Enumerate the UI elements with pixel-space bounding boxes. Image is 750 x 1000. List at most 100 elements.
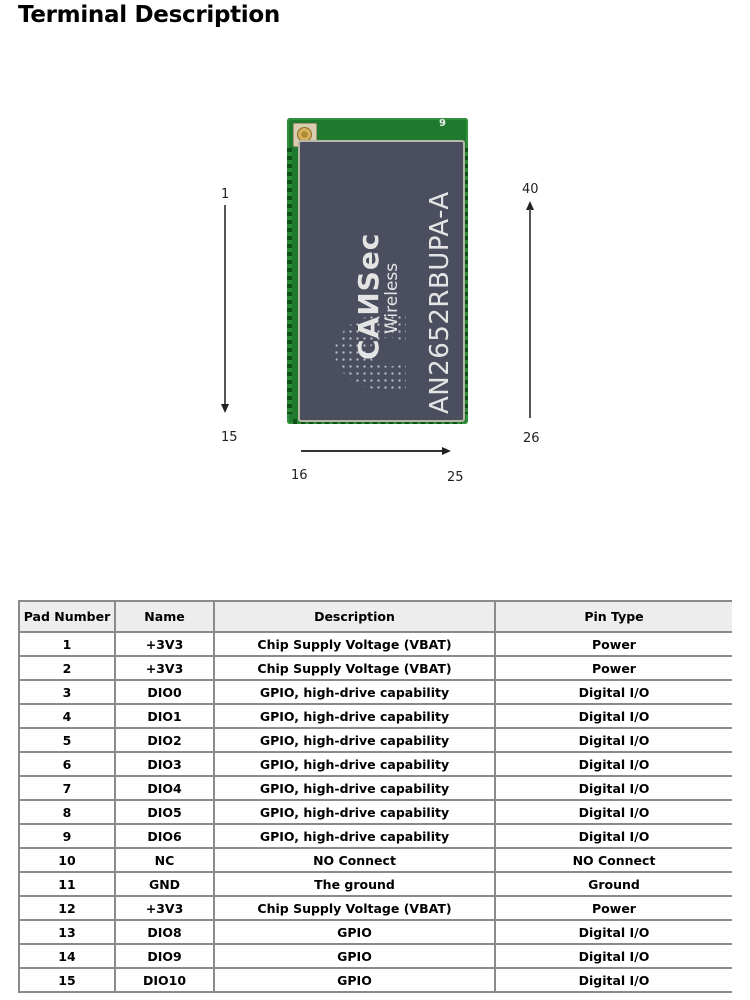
cell-pad-number: 9 [18,824,116,849]
cell-description: GPIO, high-drive capability [214,704,496,729]
cell-pad-number: 3 [18,680,116,705]
cell-name: DIO4 [115,776,215,801]
part-number: AN2652RBUPA-A [425,191,455,414]
pin-label-15: 15 [221,430,238,445]
cell-pin-type: Digital I/O [495,944,732,969]
cell-description: GPIO, high-drive capability [214,680,496,705]
right-arrow-line [529,209,531,418]
header-description: Description [214,600,496,633]
cell-description: The ground [214,872,496,897]
cell-name: DIO6 [115,824,215,849]
header-pad-number: Pad Number [18,600,116,633]
cell-pad-number: 7 [18,776,116,801]
bottom-arrow-line [301,450,443,452]
cell-name: DIO0 [115,680,215,705]
pin-label-40: 40 [522,182,539,197]
antenna-pin-label: 9 [439,118,446,129]
cell-pad-number: 13 [18,920,116,945]
cell-pin-type: Digital I/O [495,968,732,993]
cell-pin-type: Digital I/O [495,752,732,777]
cell-name: NC [115,848,215,873]
module-image: 9 CAИSec Wireless AN2652RBUPA-A [287,118,468,424]
cell-description: GPIO, high-drive capability [214,776,496,801]
cell-pin-type: Digital I/O [495,728,732,753]
cell-pin-type: Digital I/O [495,920,732,945]
cell-name: DIO2 [115,728,215,753]
cell-description: GPIO, high-drive capability [214,752,496,777]
cell-name: GND [115,872,215,897]
cell-name: DIO1 [115,704,215,729]
cell-description: GPIO, high-drive capability [214,728,496,753]
cell-description: Chip Supply Voltage (VBAT) [214,896,496,921]
arrow-right-icon [442,447,451,455]
cell-pad-number: 11 [18,872,116,897]
cell-description: Chip Supply Voltage (VBAT) [214,632,496,657]
cell-pin-type: Power [495,896,732,921]
brand-logo-dots-icon [326,307,406,397]
cell-pad-number: 14 [18,944,116,969]
cell-name: +3V3 [115,656,215,681]
cell-name: DIO5 [115,800,215,825]
brand-subtext: Wireless [382,262,402,334]
cell-pin-type: Power [495,656,732,681]
arrow-down-icon [221,404,229,413]
cell-description: NO Connect [214,848,496,873]
page-title: Terminal Description [18,2,280,28]
left-arrow-line [224,205,226,405]
pin-label-16: 16 [291,468,308,483]
cell-pad-number: 15 [18,968,116,993]
brand-text: CAИSec [352,232,385,360]
cell-pad-number: 10 [18,848,116,873]
cell-name: DIO8 [115,920,215,945]
cell-name: DIO10 [115,968,215,993]
cell-description: GPIO [214,968,496,993]
cell-pin-type: NO Connect [495,848,732,873]
cell-pad-number: 1 [18,632,116,657]
cell-pin-type: Ground [495,872,732,897]
cell-description: Chip Supply Voltage (VBAT) [214,656,496,681]
cell-description: GPIO [214,920,496,945]
antenna-connector-icon [293,123,317,147]
header-name: Name [115,600,215,633]
cell-name: +3V3 [115,896,215,921]
cell-name: DIO3 [115,752,215,777]
cell-pad-number: 6 [18,752,116,777]
pin-label-25: 25 [447,470,464,485]
terminal-table: Pad Number Name Description Pin Type 1+3… [18,600,732,993]
cell-pad-number: 4 [18,704,116,729]
cell-pin-type: Digital I/O [495,800,732,825]
cell-pad-number: 5 [18,728,116,753]
cell-pin-type: Digital I/O [495,776,732,801]
cell-pin-type: Digital I/O [495,704,732,729]
pin-label-26: 26 [523,431,540,446]
cell-pad-number: 8 [18,800,116,825]
right-castellated-pads [463,148,468,414]
cell-pin-type: Digital I/O [495,824,732,849]
cell-description: GPIO, high-drive capability [214,824,496,849]
table-header-row: Pad Number Name Description Pin Type [18,600,732,633]
cell-name: DIO9 [115,944,215,969]
cell-pin-type: Digital I/O [495,680,732,705]
left-castellated-pads [287,148,292,414]
header-pin-type: Pin Type [495,600,732,633]
cell-pad-number: 12 [18,896,116,921]
arrow-up-icon [526,201,534,210]
cell-name: +3V3 [115,632,215,657]
cell-description: GPIO [214,944,496,969]
rf-shield: CAИSec Wireless AN2652RBUPA-A [298,140,465,422]
